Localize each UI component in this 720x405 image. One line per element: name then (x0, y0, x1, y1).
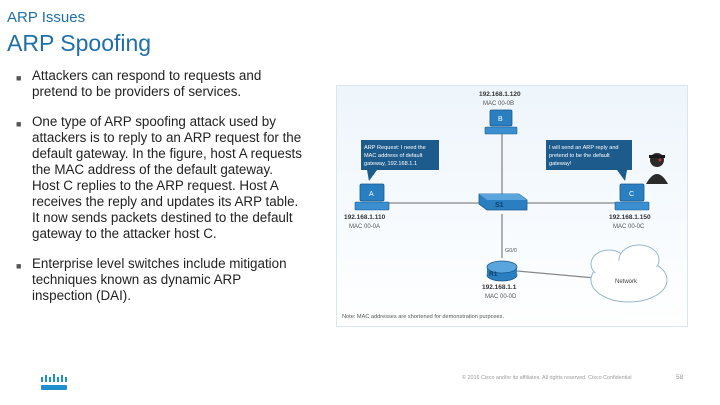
callout-right-line-1: I will send an ARP reply and (549, 145, 619, 151)
host-c-mac: MAC 00-0C (613, 224, 645, 230)
page-number: 58 (676, 374, 684, 381)
slide-title: ARP Spoofing (7, 30, 152, 56)
cisco-logo-icon (41, 374, 67, 390)
section-label: ARP Issues (7, 9, 86, 26)
callout-left-line-3: gateway, 192.168.1.1 (364, 161, 417, 167)
network-label: Network (615, 279, 638, 285)
router-r1-icon (486, 260, 518, 282)
host-b-mac: MAC 00-0B (483, 101, 514, 107)
bullet-square-icon: ■ (16, 261, 22, 271)
switch-label: S1 (495, 202, 504, 209)
link-r1-network (516, 270, 596, 279)
host-b-ip: 192.168.1.120 (479, 91, 521, 98)
router-interface: G0/0 (505, 248, 517, 254)
callout-left-line-1: ARP Request: I need the (364, 145, 426, 151)
bullet-text: Enterprise level switches include mitiga… (32, 256, 287, 303)
host-b-letter: B (498, 116, 503, 123)
switch-s1-icon (478, 193, 528, 211)
host-a-letter: A (369, 191, 374, 198)
bullet-text: One type of ARP spoofing attack used by … (32, 114, 302, 241)
host-c-letter: C (629, 191, 634, 198)
bullet-item: ■ One type of ARP spoofing attack used b… (14, 114, 304, 242)
router-ip: 192.168.1.1 (482, 284, 517, 291)
bullet-item: ■ Attackers can respond to requests and … (14, 68, 304, 100)
arp-spoofing-diagram: Network B 192.168.1.120 MAC 00-0B A 192.… (336, 85, 688, 327)
host-b-computer-icon (484, 109, 518, 135)
callout-right-line-2: pretend to be the default (549, 153, 610, 159)
bullet-list: ■ Attackers can respond to requests and … (14, 68, 304, 318)
bullet-square-icon: ■ (16, 119, 22, 129)
bullet-square-icon: ■ (16, 73, 22, 83)
host-a-computer-icon (354, 183, 390, 211)
callout-right-line-3: gateway! (549, 161, 572, 167)
arp-request-callout (361, 140, 439, 181)
arp-reply-callout (546, 140, 632, 181)
bullet-item: ■ Enterprise level switches include miti… (14, 256, 304, 304)
host-c-computer-icon (614, 183, 650, 211)
callout-left-line-2: MAC address of default (364, 153, 423, 159)
router-label: R1 (489, 271, 498, 278)
router-mac: MAC 00-0D (485, 294, 517, 300)
network-topology: Network B 192.168.1.120 MAC 00-0B A 192.… (342, 91, 668, 320)
copyright-text: © 2016 Cisco and/or its affiliates. All … (462, 375, 632, 381)
host-a-ip: 192.168.1.110 (344, 214, 386, 221)
host-a-mac: MAC 00-0A (349, 224, 380, 230)
bullet-text: Attackers can respond to requests and pr… (32, 68, 262, 99)
host-c-ip: 192.168.1.150 (609, 214, 651, 221)
attacker-icon (646, 153, 668, 184)
diagram-note: Note: MAC addresses are shortened for de… (342, 314, 504, 320)
network-cloud-icon (590, 244, 668, 303)
